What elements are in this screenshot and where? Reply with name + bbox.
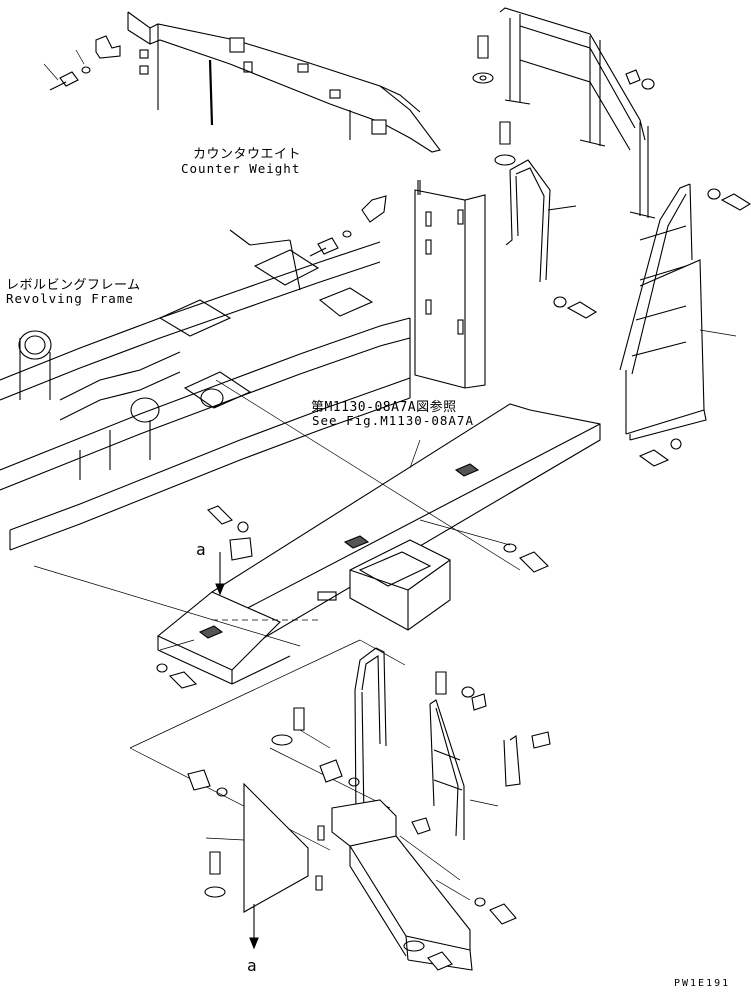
lower-bolts: [187, 671, 517, 971]
label-see-fig-jp: 第M1130-08A7A図参照: [311, 400, 457, 415]
access-ladder: [619, 183, 737, 441]
grab-handle-upper: [505, 159, 577, 283]
handrail-lower: [354, 647, 499, 840]
step-side-panel: [205, 782, 309, 913]
bracket-hooks-right: [503, 731, 551, 787]
drawing-code: PW1E191: [674, 978, 731, 989]
leader-lines: [33, 379, 521, 851]
label-see-fig-en: See Fig.M1130-08A7A: [312, 413, 474, 428]
walkway-hatched-plates: [198, 463, 480, 639]
counterweight-bracket: [43, 35, 121, 91]
label-counterweight-jp: カウンタウエイト: [193, 147, 302, 162]
ref-arrow-a-top: [215, 552, 225, 596]
handrail-upper-bolts: [472, 35, 655, 166]
label-ref-a-bottom: a: [247, 956, 258, 975]
ladder-bolts: [638, 188, 751, 467]
revolving-frame: [0, 180, 421, 551]
ref-arrow-a-bottom: [249, 904, 259, 950]
label-revolving-frame-en: Revolving Frame: [6, 291, 134, 306]
counterweight: [127, 11, 441, 153]
frame-mount-bolt: [309, 195, 387, 257]
counterweight-side-cover: [414, 180, 486, 389]
label-counterweight-en: Counter Weight: [181, 161, 301, 176]
grab-handle-upper-bolts: [553, 296, 598, 319]
label-ref-a-top: a: [196, 540, 207, 559]
handrail-upper: [499, 7, 656, 219]
label-revolving-frame-jp: レボルビングフレーム: [6, 278, 141, 293]
step-frame: [331, 799, 473, 971]
walkway-bolts: [156, 505, 549, 689]
